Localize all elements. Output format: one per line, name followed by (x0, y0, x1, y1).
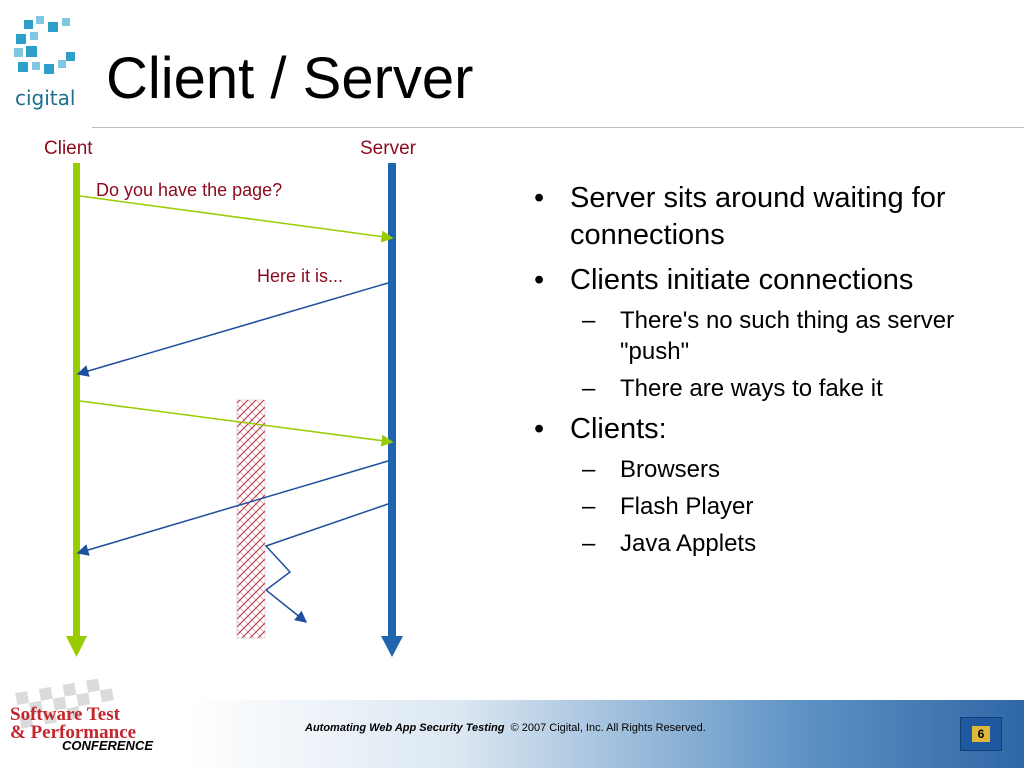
slide-title: Client / Server (106, 46, 474, 111)
firewall-block (236, 399, 266, 639)
bullet-item: •Server sits around waiting for connecti… (534, 182, 946, 251)
client-timeline (66, 163, 87, 657)
cigital-logo (14, 16, 75, 74)
bullet-item: •Clients initiate connections (534, 263, 914, 296)
request-arrow-1 (79, 195, 394, 243)
footer-band (0, 700, 1024, 768)
response-arrow-2 (76, 460, 389, 556)
request-label: Do you have the page? (96, 180, 283, 200)
sub-bullet-item: –Flash Player (582, 493, 754, 521)
response-arrow-1 (76, 282, 389, 377)
conference-checkered-flag (15, 678, 114, 729)
request-arrow-2 (79, 400, 394, 447)
title-divider (92, 127, 1024, 128)
footer-caption: Automating Web App Security Testing © 20… (305, 722, 706, 734)
bullet-list: •Server sits around waiting for connecti… (530, 180, 1000, 566)
conference-logo-line3: CONFERENCE (62, 738, 154, 753)
client-label: Client (44, 138, 93, 159)
response-label: Here it is... (257, 266, 344, 286)
copyright: © 2007 Cigital, Inc. All Rights Reserved… (510, 722, 706, 734)
course-title: Automating Web App Security Testing (305, 722, 505, 734)
logo-wordmark: cigital (15, 86, 76, 110)
server-timeline (381, 163, 403, 657)
sub-bullet-item: –Java Applets (582, 529, 757, 557)
sub-bullet-item: –There are ways to fake it (582, 374, 883, 402)
sub-bullet-item: –Browsers (582, 456, 721, 484)
conference-logo-line2: & Performance (10, 722, 137, 743)
page-number-badge: 6 (960, 717, 1002, 751)
conference-logo-line1: Software Test (10, 704, 120, 725)
client-server-diagram: Client Server Do you have the page? Here… (0, 130, 500, 670)
sub-bullet-item: –There's no such thing as server "push" (582, 307, 955, 366)
server-label: Server (360, 138, 416, 159)
page-number: 6 (971, 726, 991, 742)
bullet-item: •Clients: (534, 412, 667, 445)
blocked-push-arrow (264, 503, 389, 623)
